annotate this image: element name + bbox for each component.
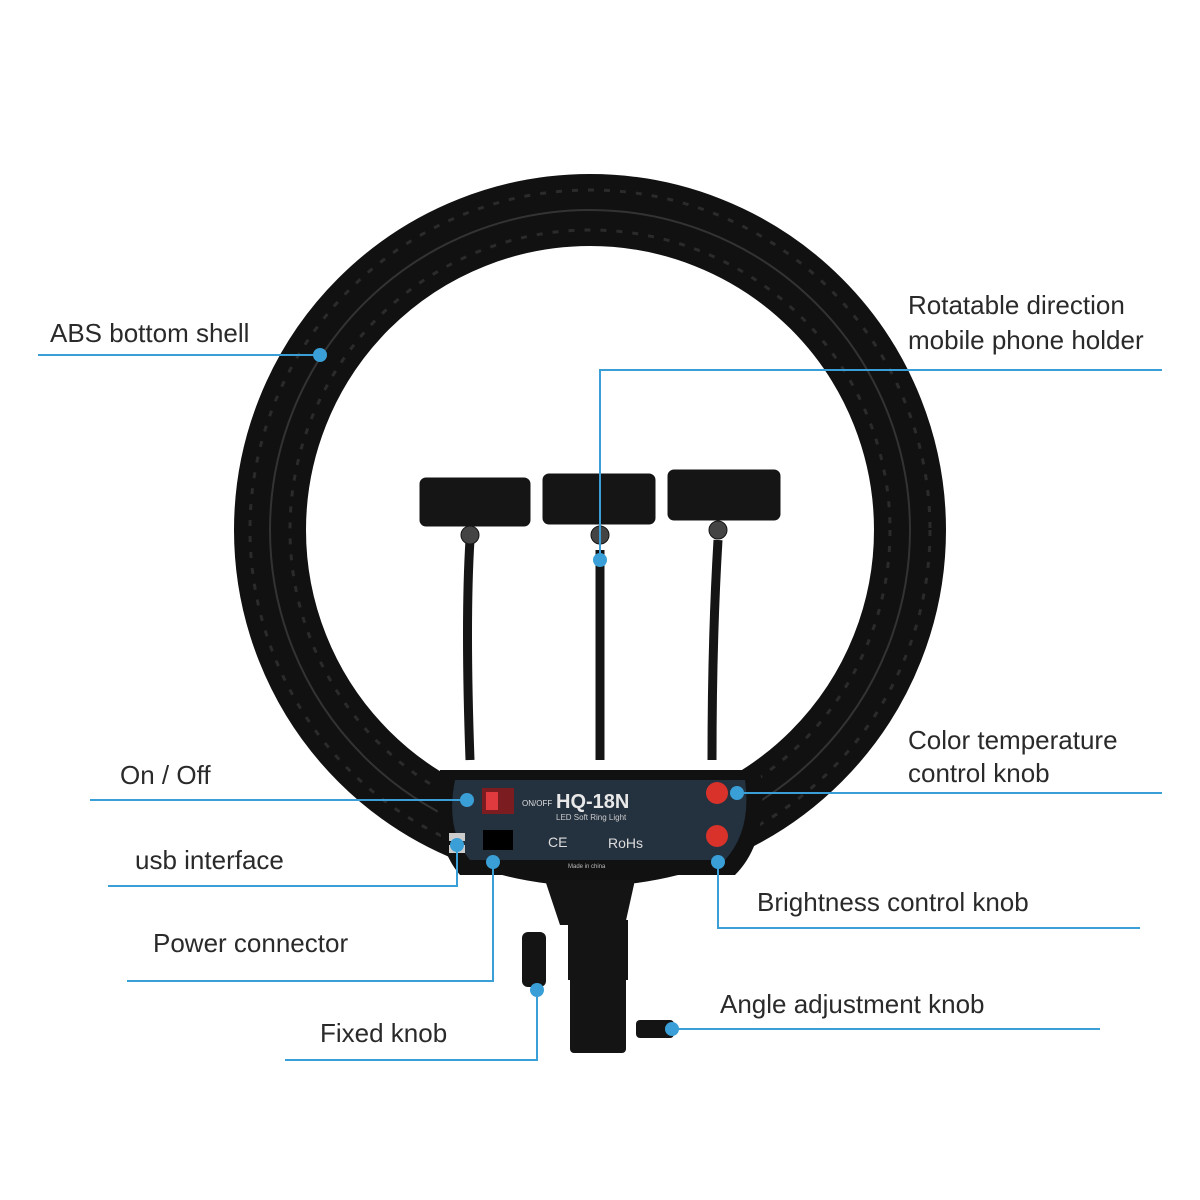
label-brightness: Brightness control knob <box>757 887 1029 917</box>
stand-mount <box>522 880 674 1053</box>
label-usb: usb interface <box>135 845 284 875</box>
label-power: Power connector <box>153 928 349 958</box>
ce-mark: CE <box>548 834 567 850</box>
callout-dots <box>313 348 744 1036</box>
label-fixed-knob: Fixed knob <box>320 1018 448 1048</box>
control-panel: ON/OFF HQ-18N LED Soft Ring Light CE RoH… <box>437 770 763 875</box>
label-color-temp-line2: control knob <box>908 758 1050 788</box>
switch-label: ON/OFF <box>522 799 552 808</box>
rohs-mark: RoHs <box>608 835 643 851</box>
label-phone-holder-line1: Rotatable direction <box>908 290 1125 320</box>
label-angle-knob: Angle adjustment knob <box>720 989 985 1019</box>
callout-lines <box>38 354 1162 1061</box>
ring-light <box>234 174 946 886</box>
origin-label: Made in china <box>568 864 606 870</box>
subtitle-label: LED Soft Ring Light <box>556 813 627 822</box>
model-label: HQ-18N <box>556 791 629 813</box>
phone-holders <box>419 469 781 761</box>
label-abs-shell: ABS bottom shell <box>50 318 250 348</box>
label-color-temp-line1: Color temperature <box>908 725 1118 755</box>
label-on-off: On / Off <box>120 760 211 790</box>
label-phone-holder-line2: mobile phone holder <box>908 325 1144 355</box>
